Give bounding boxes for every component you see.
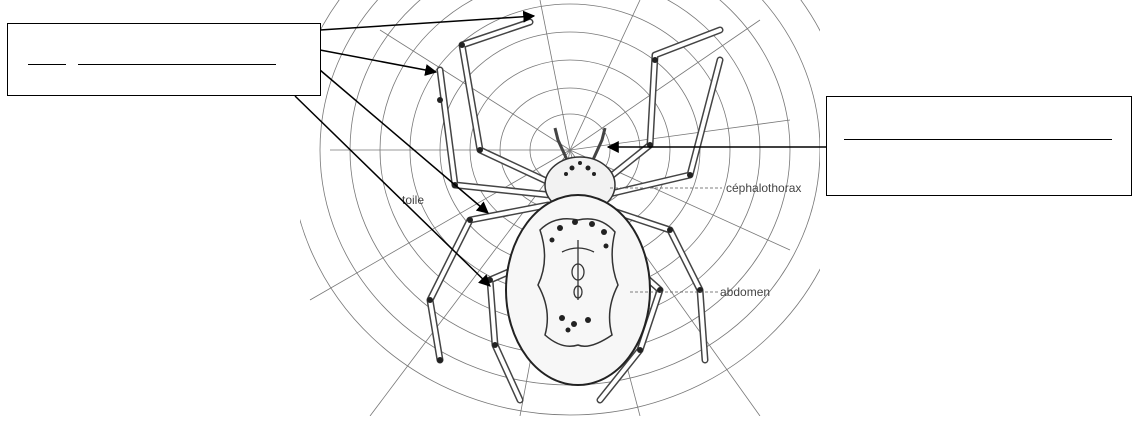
abdomen-shape xyxy=(506,195,650,385)
answer-box-right[interactable] xyxy=(826,96,1132,196)
label-web: toile xyxy=(402,193,424,207)
blank-long[interactable] xyxy=(78,64,276,65)
blank-short[interactable] xyxy=(28,64,66,65)
label-cephalothorax: céphalothorax xyxy=(726,181,801,195)
arrow-to-leg-upper xyxy=(320,50,436,72)
answer-box-left[interactable] xyxy=(7,23,321,96)
label-abdomen: abdomen xyxy=(720,285,770,299)
arrow-to-leg-lower xyxy=(295,96,490,286)
arrow-to-leg-middle xyxy=(320,70,488,213)
blank-right[interactable] xyxy=(844,139,1112,140)
